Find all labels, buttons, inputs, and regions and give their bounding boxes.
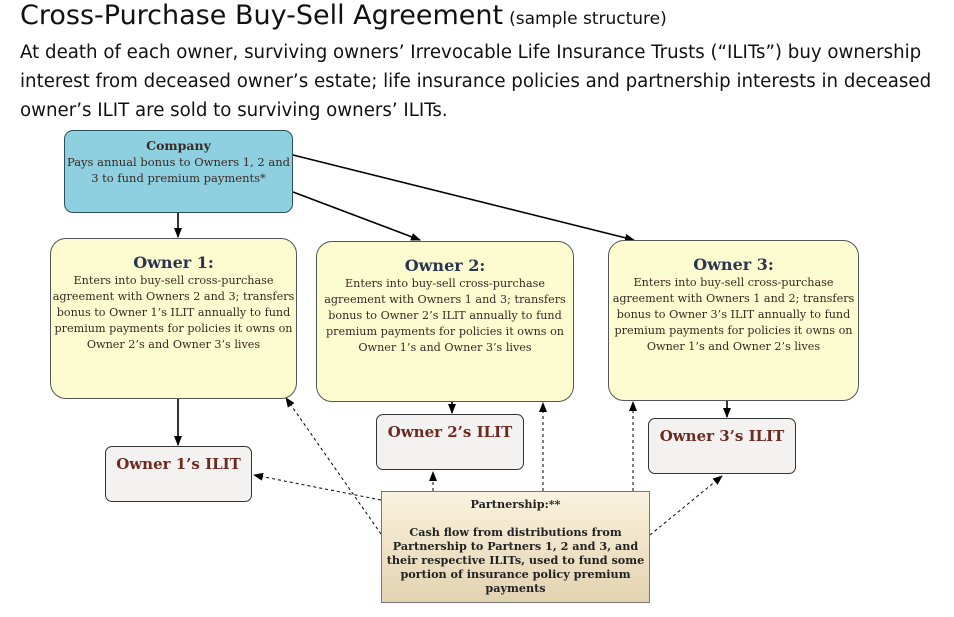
owner-3-ilit-box: Owner 3’s ILIT	[648, 418, 796, 474]
partnership-heading: Partnership:**	[470, 497, 561, 511]
owner-1-heading: Owner 1:	[133, 253, 214, 272]
solid-arrows	[174, 154, 731, 446]
partnership-box: Partnership:** Cash flow from distributi…	[381, 491, 650, 603]
partnership-text: Cash flow from distributions from Partne…	[386, 525, 645, 595]
company-box: Company Pays annual bonus to Owners 1, 2…	[64, 130, 293, 213]
company-heading: Company	[146, 138, 211, 153]
arrow-partnership-ilit3	[649, 475, 723, 536]
title-text: Cross-Purchase Buy-Sell Agreement	[20, 0, 504, 31]
owner-2-box: Owner 2: Enters into buy-sell cross-purc…	[316, 241, 574, 402]
owner-1-text: Enters into buy-sell cross-purchase agre…	[52, 274, 295, 351]
arrow-partnership-ilit1	[253, 472, 382, 501]
dashed-arrows	[253, 397, 723, 536]
owner-2-heading: Owner 2:	[404, 256, 486, 275]
arrow-company-owner2	[292, 191, 421, 241]
owner-2-ilit-box: Owner 2’s ILIT	[376, 414, 524, 470]
owner-3-heading: Owner 3:	[693, 255, 774, 274]
arrow-partnership-owner1	[285, 397, 382, 535]
title-note: (sample structure)	[509, 9, 667, 29]
page-title: Cross-Purchase Buy-Sell Agreement(sample…	[20, 0, 667, 31]
owner-1-ilit-box: Owner 1’s ILIT	[105, 446, 252, 502]
company-text: Pays annual bonus to Owners 1, 2 and 3 t…	[66, 155, 290, 185]
owner-2-text: Enters into buy-sell cross-purchase agre…	[324, 277, 566, 354]
owner-3-text: Enters into buy-sell cross-purchase agre…	[612, 276, 855, 353]
owner-1-box: Owner 1: Enters into buy-sell cross-purc…	[50, 238, 297, 399]
owner-3-box: Owner 3: Enters into buy-sell cross-purc…	[608, 240, 859, 401]
page-subtitle: At death of each owner, surviving owners…	[20, 42, 932, 121]
arrow-company-owner3	[292, 154, 635, 242]
